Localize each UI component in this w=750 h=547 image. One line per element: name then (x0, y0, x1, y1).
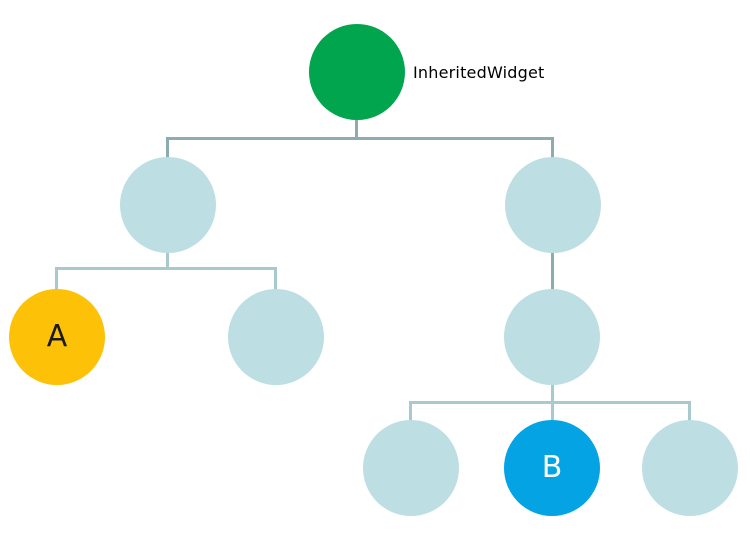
node-right-grandchild (504, 289, 600, 385)
node-bottom-right (642, 420, 738, 516)
edge-to-bottom-left (409, 401, 412, 422)
node-inheritedwidget (309, 24, 405, 120)
edge-root-to-right-child (551, 137, 554, 158)
edge-left-fan-horizontal (55, 267, 277, 270)
inheritedwidget-label: InheritedWidget (413, 62, 545, 82)
edge-bottom-fan-horizontal (409, 401, 690, 404)
node-a: A (9, 289, 105, 385)
edge-to-node-a (55, 267, 58, 291)
node-right-child (505, 157, 601, 253)
node-b: B (504, 420, 600, 516)
edge-left-child-down (166, 251, 169, 269)
edge-to-bottom-right (688, 401, 691, 422)
node-left-child (120, 157, 216, 253)
node-bottom-left (363, 420, 459, 516)
edge-root-horizontal (166, 137, 554, 140)
edge-root-to-left-child (166, 137, 169, 158)
node-left-grandchild (228, 289, 324, 385)
edge-root-down (355, 118, 358, 139)
edge-right-child-to-grandchild (551, 251, 554, 291)
edge-to-left-grandchild (274, 267, 277, 291)
